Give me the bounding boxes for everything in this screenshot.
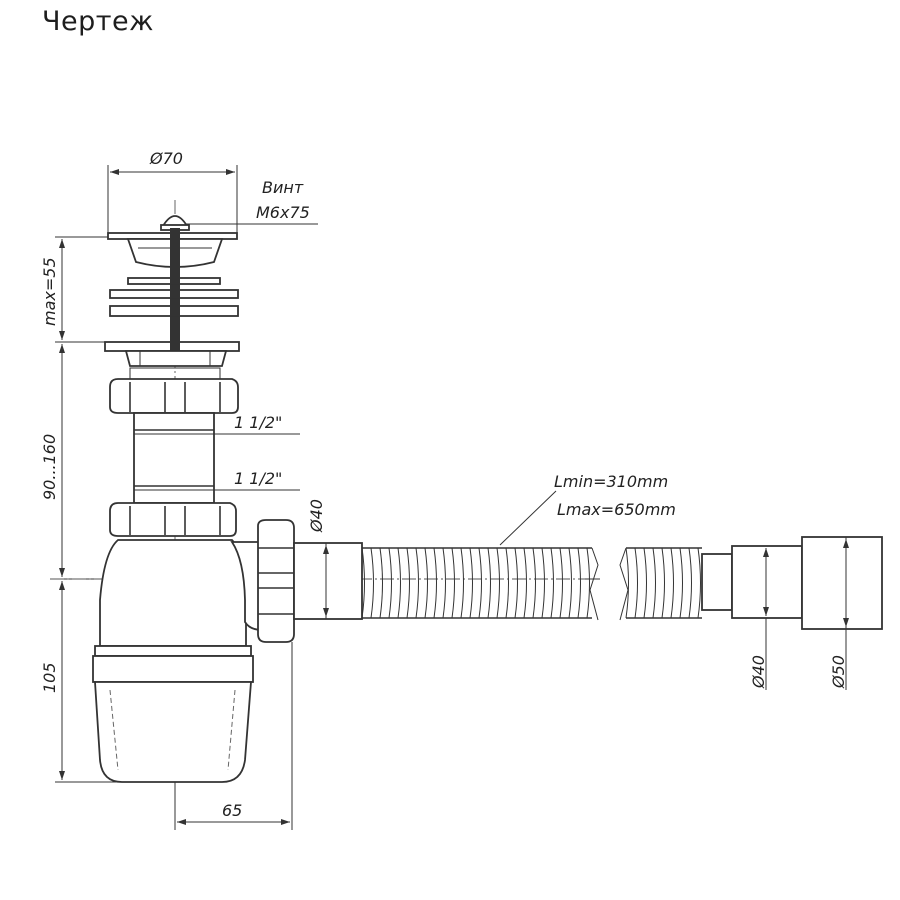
label-d40-end: Ø40 [749, 655, 768, 689]
label-max55: max=55 [40, 257, 59, 326]
siphon-body [92, 539, 263, 783]
screw-label: Винт M6x75 [182, 178, 318, 225]
label-screw-2: M6x75 [256, 203, 310, 222]
lower-nut [109, 502, 237, 537]
gasket-stack [104, 277, 240, 367]
outlet-pipe: Ø40 [293, 499, 363, 620]
label-thread-top: 1 1/2" [234, 413, 282, 432]
label-90-160: 90...160 [40, 434, 59, 500]
label-lmax: Lmax=650mm [557, 500, 676, 519]
dim-width-65: 65 [174, 642, 293, 830]
label-d70: Ø70 [149, 149, 183, 168]
upper-nut [109, 367, 239, 414]
outlet-nut [257, 519, 295, 643]
label-105: 105 [40, 662, 59, 693]
break-mark [585, 547, 629, 621]
screw-shaft [170, 228, 180, 346]
label-thread-bottom: 1 1/2" [234, 469, 282, 488]
length-annotation: Lmin=310mm Lmax=650mm [499, 472, 676, 546]
extension-tube: 1 1/2" 1 1/2" [133, 412, 300, 504]
corrugated-hose [361, 547, 702, 619]
label-d50-end: Ø50 [829, 655, 848, 689]
label-lmin: Lmin=310mm [554, 472, 668, 491]
label-screw-1: Винт [262, 178, 304, 197]
end-adapter: Ø40 Ø50 [701, 536, 883, 690]
dim-vertical-left: max=55 90...160 105 [40, 236, 150, 783]
page-title: Чертеж [42, 6, 154, 37]
dim-diameter-70: Ø70 [107, 149, 238, 236]
label-d40-outlet: Ø40 [307, 499, 326, 533]
label-65: 65 [222, 801, 242, 820]
